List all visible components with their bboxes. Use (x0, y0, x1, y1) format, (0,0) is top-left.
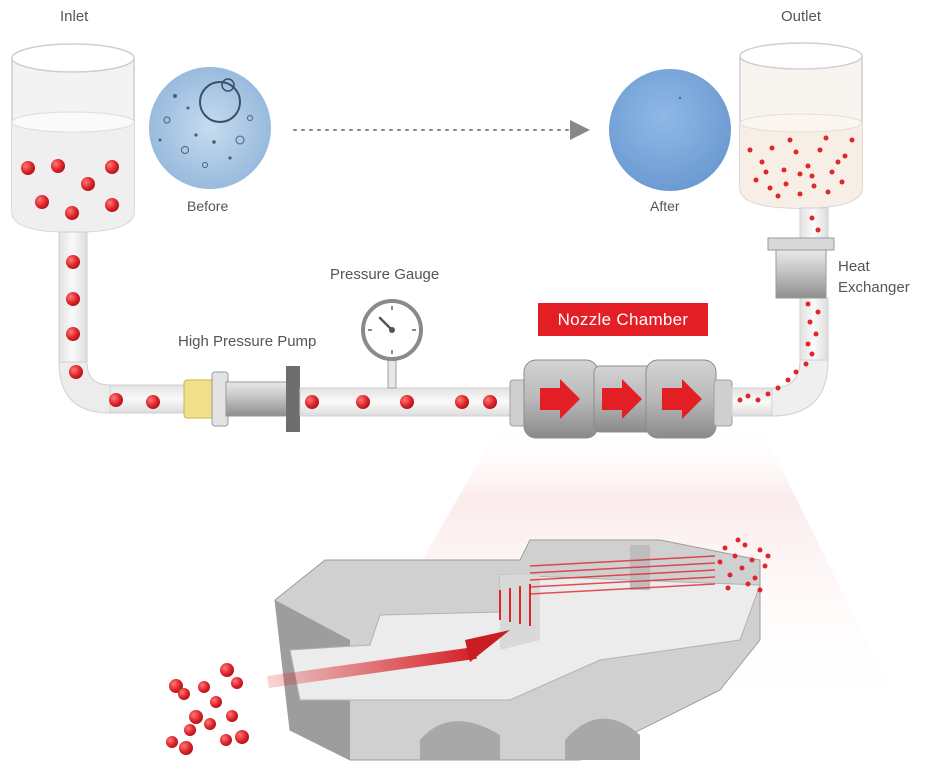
outlet-particles (747, 135, 855, 199)
pressure-gauge (361, 299, 423, 389)
cutaway-fine-particles (717, 537, 771, 593)
heat-exchanger (767, 237, 835, 299)
inlet-particles (21, 159, 119, 220)
outlet-label: Outlet (781, 8, 822, 25)
after-micrograph (609, 69, 731, 191)
before-micrograph (149, 67, 271, 189)
nozzle-chamber-badge: Nozzle Chamber (538, 303, 708, 336)
heat-exchanger-label: Heat Exchanger (838, 256, 910, 298)
flow-arrow-icon (540, 379, 580, 419)
inlet-pipe-particles (66, 255, 160, 409)
outlet-pipe-particles (737, 215, 821, 403)
flow-arrow-icon (602, 379, 642, 419)
nozzle-cutaway (274, 539, 761, 761)
after-label: After (650, 198, 680, 214)
cutaway-coarse-particles (166, 663, 249, 755)
inlet-label: Inlet (60, 8, 89, 25)
pressure-gauge-label: Pressure Gauge (330, 266, 440, 283)
high-pressure-pump-label: High Pressure Pump (178, 333, 317, 350)
heat-exchanger-label-line2: Exchanger (838, 279, 910, 296)
outlet-beaker (739, 42, 863, 209)
before-label: Before (187, 198, 229, 214)
outlet-pipe (731, 207, 829, 417)
heat-exchanger-label-line1: Heat (838, 258, 870, 275)
high-pressure-pump (183, 366, 300, 432)
flow-arrow-icon (662, 379, 702, 419)
cutaway-flow-beams (267, 555, 716, 688)
main-pipe-particles (305, 395, 497, 409)
